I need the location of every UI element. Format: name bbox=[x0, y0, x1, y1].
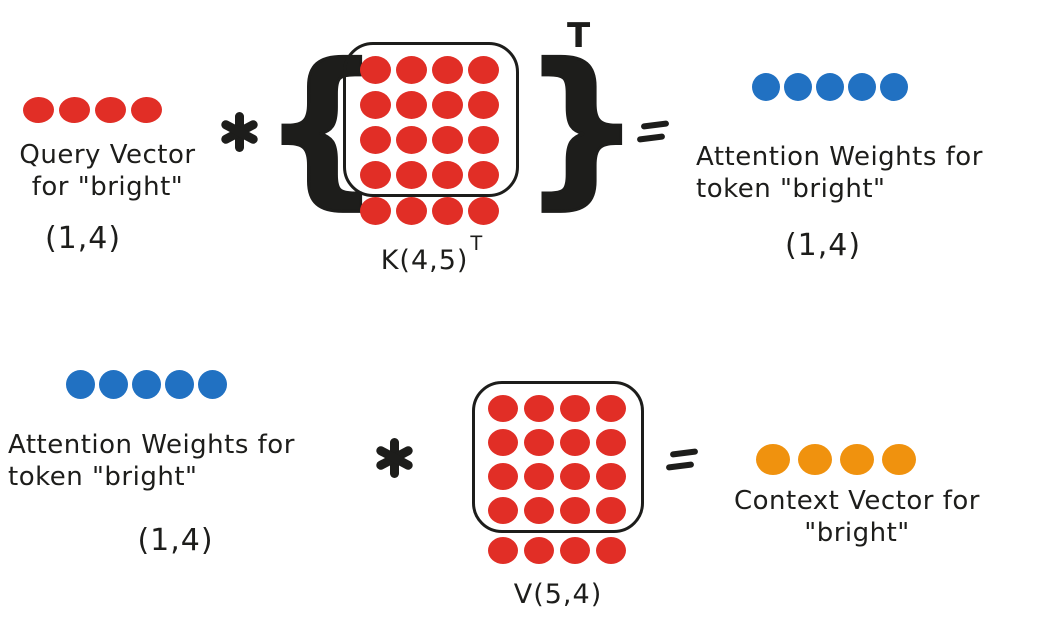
dot bbox=[756, 444, 790, 475]
dot bbox=[468, 91, 499, 119]
dot bbox=[360, 197, 391, 225]
dot bbox=[488, 463, 518, 490]
dot bbox=[524, 497, 554, 524]
dot bbox=[132, 370, 161, 399]
dot bbox=[524, 537, 554, 564]
dot bbox=[165, 370, 194, 399]
key-matrix-extra-row bbox=[360, 197, 499, 225]
context-vector-label: Context Vector for "bright" bbox=[702, 485, 1012, 549]
query-vector-label: Query Vector for "bright" bbox=[0, 139, 215, 203]
value-matrix-grid bbox=[488, 395, 626, 524]
dot bbox=[99, 370, 128, 399]
attention-weights-input-dim: (1,4) bbox=[137, 523, 214, 558]
dot bbox=[596, 537, 626, 564]
dot bbox=[396, 197, 427, 225]
equals-bar bbox=[636, 133, 666, 143]
key-matrix-box bbox=[343, 42, 519, 197]
dot bbox=[432, 161, 463, 189]
key-matrix-label-text: K(4,5) bbox=[380, 245, 469, 276]
dot bbox=[468, 161, 499, 189]
dot bbox=[360, 56, 391, 84]
dot bbox=[396, 161, 427, 189]
multiply-asterisk bbox=[374, 438, 414, 478]
dot bbox=[360, 161, 391, 189]
dot bbox=[560, 429, 590, 456]
context-vector-label-line1: Context Vector for bbox=[734, 486, 980, 516]
attention-weights-input-label: Attention Weights for token "bright" bbox=[8, 429, 295, 493]
attention-weights-label: Attention Weights for token "bright" bbox=[696, 141, 983, 205]
dot bbox=[432, 91, 463, 119]
dot bbox=[596, 395, 626, 422]
query-vector-dots bbox=[22, 96, 167, 124]
equals-sign bbox=[636, 119, 670, 147]
dot bbox=[784, 73, 812, 101]
value-matrix-box bbox=[472, 381, 644, 533]
dot bbox=[560, 537, 590, 564]
key-matrix-label-superscript: T bbox=[470, 232, 484, 256]
dot bbox=[840, 444, 874, 475]
dot bbox=[432, 197, 463, 225]
equals-bar bbox=[669, 448, 699, 458]
dot bbox=[360, 91, 391, 119]
dot bbox=[848, 73, 876, 101]
dot bbox=[396, 56, 427, 84]
key-matrix-brace-right: } bbox=[521, 28, 644, 224]
dot bbox=[432, 126, 463, 154]
dot bbox=[130, 96, 163, 124]
dot bbox=[488, 537, 518, 564]
attention-weights-label-line1: Attention Weights for bbox=[696, 142, 983, 172]
dot bbox=[468, 197, 499, 225]
query-vector-label-line2: for "bright" bbox=[31, 172, 184, 202]
dot bbox=[94, 96, 127, 124]
dot bbox=[396, 91, 427, 119]
dot bbox=[396, 126, 427, 154]
dot bbox=[488, 429, 518, 456]
dot bbox=[66, 370, 95, 399]
equals-bar bbox=[665, 461, 695, 471]
query-vector-dim: (1,4) bbox=[44, 221, 122, 256]
dot bbox=[488, 497, 518, 524]
key-matrix-grid bbox=[360, 56, 499, 189]
context-vector-label-line2: "bright" bbox=[804, 518, 910, 548]
key-matrix-label: K(4,5)T bbox=[343, 232, 519, 276]
attention-weights-dots bbox=[752, 73, 912, 101]
dot bbox=[468, 56, 499, 84]
dot bbox=[596, 497, 626, 524]
attention-weights-input-label-line2: token "bright" bbox=[8, 462, 198, 492]
attention-weights-dim: (1,4) bbox=[784, 228, 862, 263]
dot bbox=[816, 73, 844, 101]
dot bbox=[560, 395, 590, 422]
dot bbox=[22, 96, 55, 124]
dot bbox=[488, 395, 518, 422]
dot bbox=[596, 429, 626, 456]
value-matrix-label: V(5,4) bbox=[513, 579, 603, 610]
context-vector-dots bbox=[756, 444, 924, 475]
multiply-asterisk bbox=[219, 112, 259, 152]
dot bbox=[560, 497, 590, 524]
value-matrix-extra-row bbox=[488, 537, 626, 564]
dot bbox=[560, 463, 590, 490]
dot bbox=[468, 126, 499, 154]
dot bbox=[880, 73, 908, 101]
dot bbox=[58, 96, 91, 124]
dot bbox=[432, 56, 463, 84]
dot bbox=[198, 370, 227, 399]
attention-weights-input-label-line1: Attention Weights for bbox=[8, 430, 295, 460]
attention-weights-label-line2: token "bright" bbox=[696, 174, 886, 204]
dot bbox=[524, 463, 554, 490]
dot bbox=[524, 395, 554, 422]
transpose-superscript: T bbox=[567, 16, 592, 56]
dot bbox=[798, 444, 832, 475]
equals-sign bbox=[665, 447, 699, 475]
dot bbox=[524, 429, 554, 456]
dot bbox=[882, 444, 916, 475]
dot bbox=[752, 73, 780, 101]
dot bbox=[596, 463, 626, 490]
attention-weights-input-dots bbox=[66, 370, 231, 399]
dot bbox=[360, 126, 391, 154]
equals-bar bbox=[640, 120, 670, 130]
query-vector-label-line1: Query Vector bbox=[19, 140, 196, 170]
